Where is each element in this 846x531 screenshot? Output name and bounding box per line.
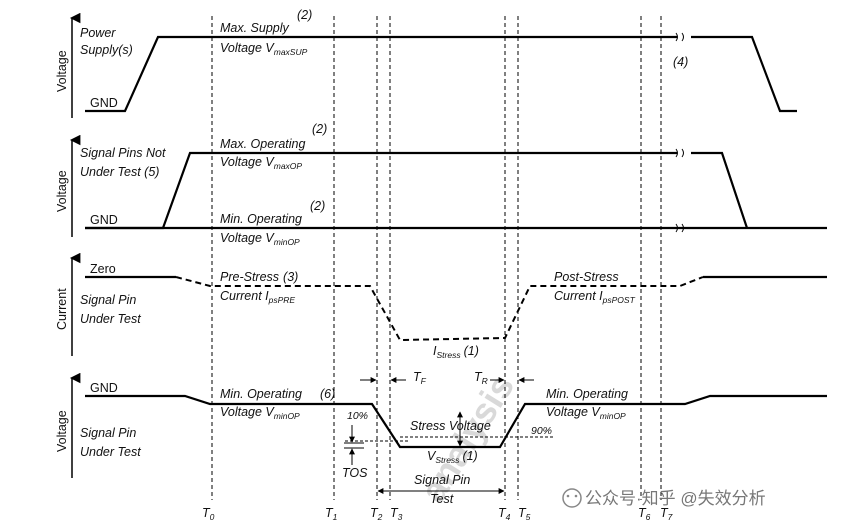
axis-title-voltage-1: Voltage [55,50,69,92]
pre-stress-label-2: Current IpsPRE [220,289,295,305]
signal-pin-label-1: Signal Pin [80,293,136,307]
time-lines [211,16,662,500]
break-note: (4) [673,55,688,69]
signal-pins-label-1: Signal Pins Not [80,146,166,160]
power-supply-label-2: Supply(s) [80,43,133,57]
ninety-percent-label: 90% [531,425,552,437]
vstress-label: VStress(1) [427,449,478,465]
time-marker-t2: T2 [370,506,383,522]
row-power-supply [85,32,797,113]
max-supply-label-2: Voltage VmaxSUP [220,41,308,57]
tr-label: TR [474,370,488,386]
max-supply-label-1: Max. Supply [220,21,290,35]
time-marker-t7: T7 [660,506,673,522]
row-signal-pins-not-under-test [85,148,827,233]
wechat-icon [562,488,582,508]
row-current [85,275,827,342]
min-op-right-label-1: Min. Operating [546,387,628,401]
break-symbol-2 [675,148,684,158]
ten-percent-label: 10% [347,410,368,422]
time-marker-t4: T4 [498,506,511,522]
row2-gnd: GND [90,213,118,227]
min-op-label-2: Voltage VminOP [220,231,300,247]
min-op-left-label-2: Voltage VminOP [220,405,300,421]
min-op-note: (2) [310,199,325,213]
min-op-label-1: Min. Operating [220,212,302,226]
signal-pin-label-2: Under Test [80,312,141,326]
row-signal-pin-voltage [85,377,827,494]
tf-label: TF [413,370,427,386]
power-supply-waveform [85,35,677,113]
current-zero: Zero [90,262,116,276]
pre-stress-label-1: Pre-Stress(3) [220,270,298,284]
min-op-left-label-1: Min. Operating(6) [220,387,335,401]
watermark: 公众号·知乎 @失效分析 [562,488,766,508]
power-supply-label-1: Power [80,26,116,40]
axis-title-current: Current [55,288,69,330]
signal-pins-label-2: Under Test (5) [80,165,159,179]
watermark-text: 公众号·知乎 @失效分析 [585,489,766,508]
signal-pins-waveform-after-break [691,151,749,229]
max-op-note: (2) [312,122,327,136]
break-symbol-1 [675,32,684,42]
row4-gnd: GND [90,381,118,395]
time-marker-t5: T5 [518,506,531,522]
signal-pins-waveform [85,151,677,230]
stress-voltage-label: Stress Voltage [410,419,491,433]
max-op-label-1: Max. Operating [220,137,306,151]
signal-pin-voltage-waveform [85,394,827,449]
time-marker-t6: T6 [638,506,651,522]
signal-pin-test-time-label-2: Test [430,492,454,506]
time-marker-t3: T3 [390,506,403,522]
post-stress-label-1: Post-Stress [554,270,619,284]
post-stress-label-2: Current IpsPOST [554,289,636,305]
signal-pin-test-label-2: Under Test [80,445,141,459]
istress-label: IStress(1) [433,344,479,360]
axis-title-voltage-2: Voltage [55,170,69,212]
power-supply-gnd: GND [90,96,118,110]
break-symbol-3 [675,223,684,233]
time-markers: T0 T1 T2 T3 T4 T5 T6 T7 [202,506,673,522]
min-op-right-label-2: Voltage VminOP [546,405,626,421]
axis-title-voltage-3: Voltage [55,410,69,452]
signal-pin-test-time-label-1: Signal Pin [414,473,470,487]
tos-label: TOS [342,466,368,480]
max-op-label-2: Voltage VmaxOP [220,155,302,171]
signal-pin-test-label-1: Signal Pin [80,426,136,440]
time-marker-t0: T0 [202,506,215,522]
current-waveform [175,276,704,342]
max-supply-note: (2) [297,8,312,22]
time-marker-t1: T1 [325,506,338,522]
power-supply-waveform-after-break [691,35,797,113]
